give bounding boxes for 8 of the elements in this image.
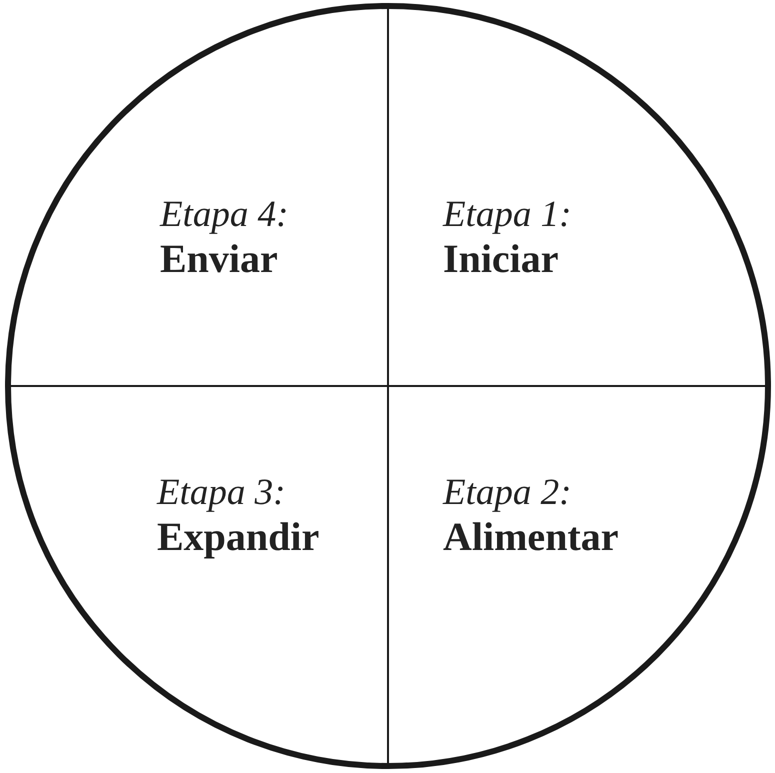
- stage-number-label: Etapa 3:: [157, 471, 286, 515]
- stage-name-label: Expandir: [157, 515, 320, 559]
- stage-number-label: Etapa 2:: [443, 471, 572, 515]
- stage-name-label: Enviar: [160, 237, 279, 281]
- stage-name-label: Iniciar: [443, 237, 560, 281]
- stage-number-label: Etapa 1:: [443, 193, 572, 237]
- stage-name-label: Alimentar: [443, 515, 619, 559]
- stage-number-label: Etapa 4:: [160, 193, 288, 237]
